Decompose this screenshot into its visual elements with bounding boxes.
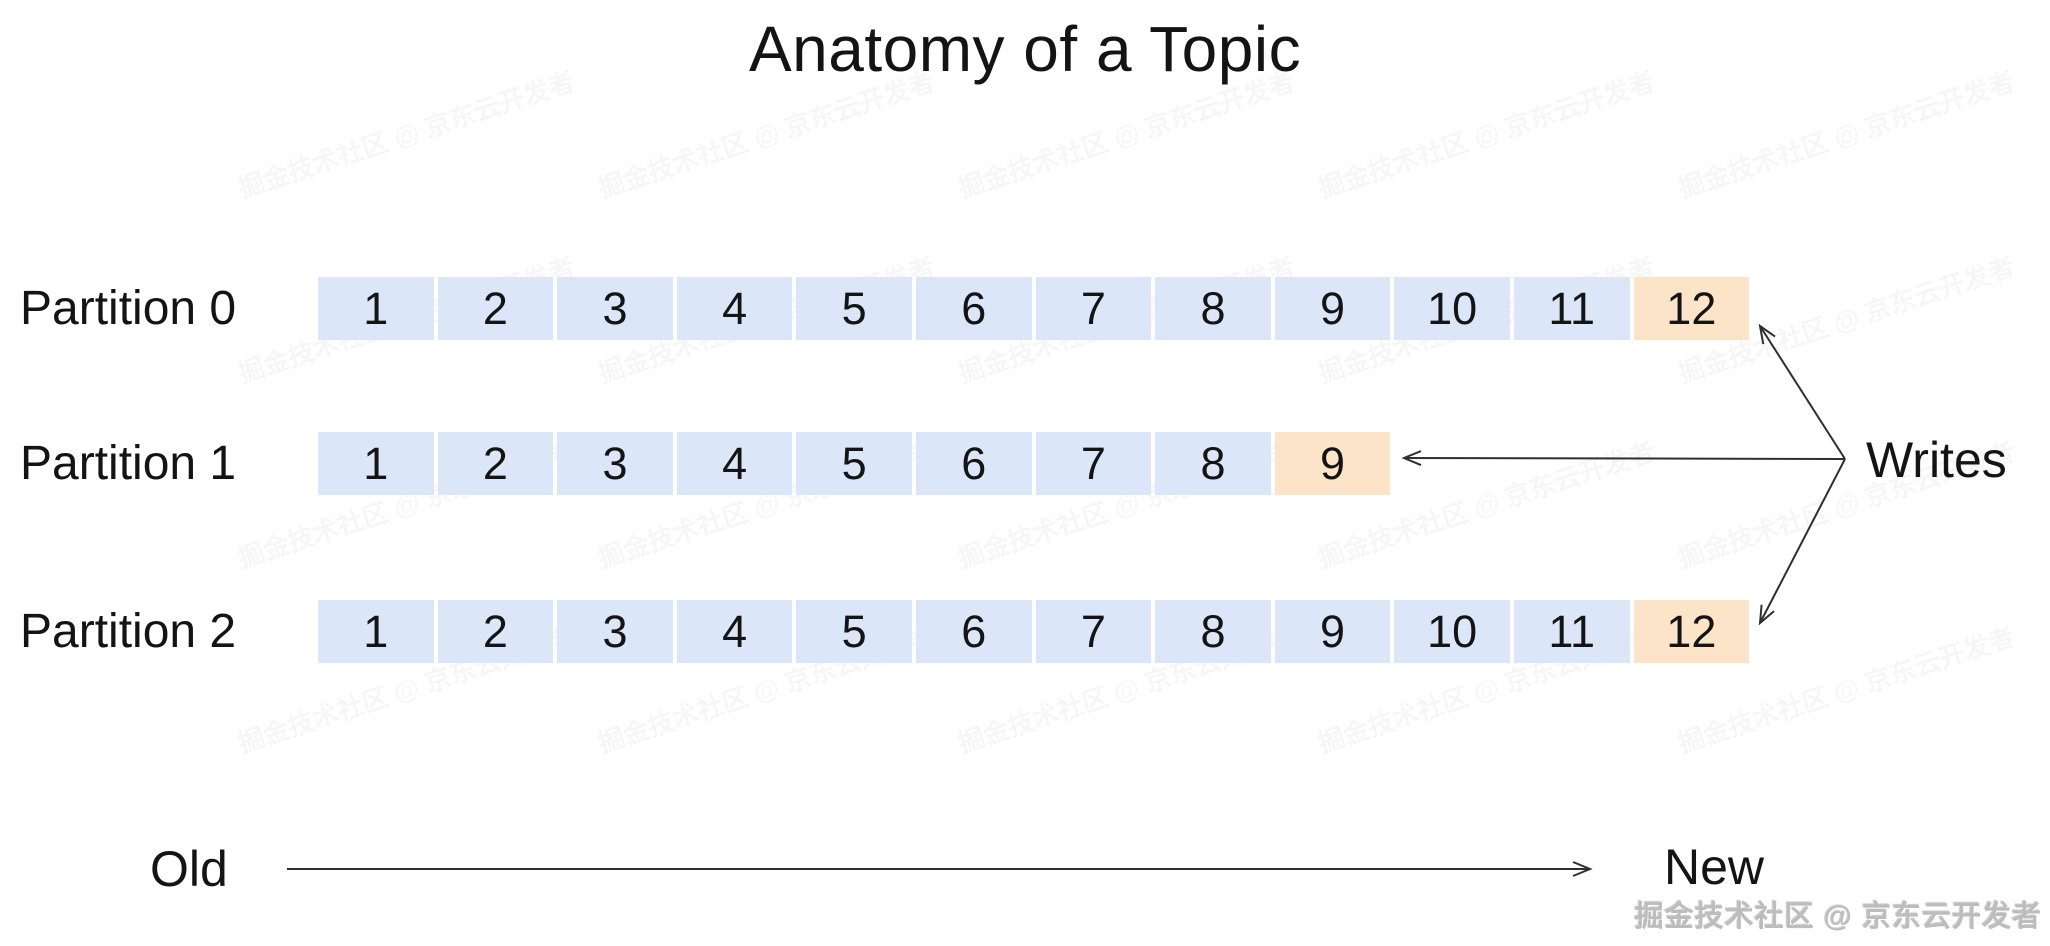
offset-cell: 6 — [915, 277, 1032, 340]
offset-cell: 8 — [1155, 600, 1271, 663]
offset-cell: 1 — [318, 277, 434, 340]
offset-cell: 5 — [796, 277, 912, 340]
offset-cell: 6 — [915, 600, 1032, 663]
offset-cell: 9 — [1274, 600, 1391, 663]
offset-cell: 2 — [437, 277, 554, 340]
offset-cell: 10 — [1394, 277, 1510, 340]
partition-label: Partition 2 — [20, 605, 237, 658]
writes-arrows — [287, 323, 1846, 877]
partition-label: Partition 1 — [20, 437, 237, 490]
offset-cell: 7 — [1035, 432, 1152, 495]
offset-cell: 8 — [1155, 432, 1271, 495]
offset-cell: 5 — [796, 600, 912, 663]
site-watermark: 掘金技术社区 @ 京东云开发者 — [1634, 901, 2042, 933]
offset-cell-latest: 12 — [1633, 277, 1750, 340]
offset-cell: 4 — [676, 277, 793, 340]
new-label: New — [1664, 839, 1765, 895]
offset-cell: 1 — [318, 600, 434, 663]
offset-cell-latest: 9 — [1274, 432, 1391, 495]
old-label: Old — [150, 841, 228, 897]
offset-cell: 7 — [1035, 277, 1152, 340]
offset-cell: 11 — [1513, 277, 1630, 340]
offset-cell: 1 — [318, 432, 434, 495]
offset-cell: 7 — [1035, 600, 1152, 663]
offset-cell-latest: 12 — [1633, 600, 1750, 663]
offset-cell: 5 — [796, 432, 912, 495]
writes-label: Writes — [1866, 432, 2007, 488]
diagram-title: Anatomy of a Topic — [748, 13, 1302, 85]
offset-cell: 10 — [1394, 600, 1510, 663]
offset-cell: 3 — [557, 432, 673, 495]
offset-cell: 11 — [1513, 600, 1630, 663]
offset-cell: 4 — [676, 432, 793, 495]
offset-cell: 2 — [437, 600, 554, 663]
offset-cell: 2 — [437, 432, 554, 495]
offset-cell: 9 — [1274, 277, 1391, 340]
offset-cell: 6 — [915, 432, 1032, 495]
offset-cell: 8 — [1155, 277, 1271, 340]
offset-cell: 3 — [557, 600, 673, 663]
offset-cell: 4 — [676, 600, 793, 663]
partition-label: Partition 0 — [20, 282, 237, 335]
offset-cell: 3 — [557, 277, 673, 340]
